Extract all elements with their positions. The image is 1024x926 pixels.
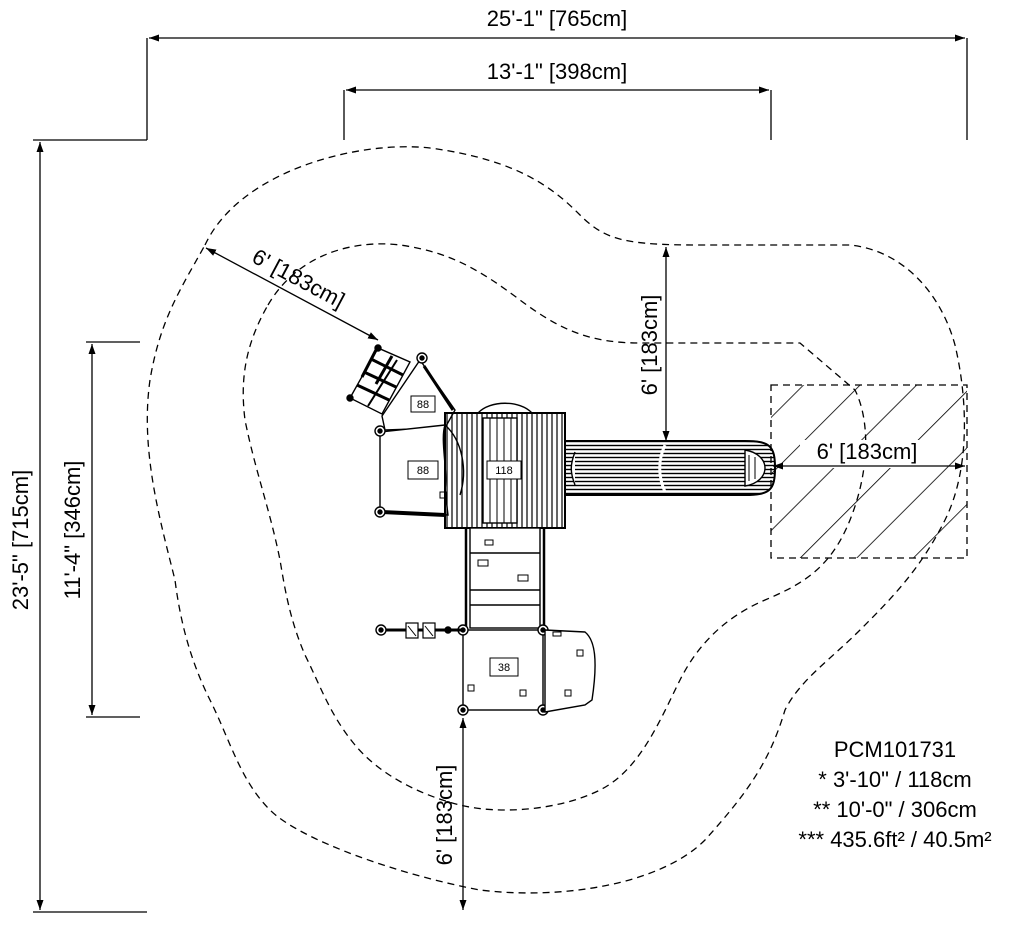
lower-deck-label: 38 — [498, 662, 510, 674]
playset-structure: 88 88 118 — [346, 344, 777, 716]
main-deck: 118 — [444, 412, 566, 529]
side-panel — [544, 629, 596, 713]
main-tower-platform: 88 — [374, 424, 465, 518]
overall-depth-dimension: 23'-5" [715cm] — [8, 139, 147, 913]
right-vertical-clearance-label: 6' [183cm] — [637, 295, 662, 396]
area-spec: *** 435.6ft² / 40.5m² — [798, 827, 992, 852]
overall-depth-label: 23'-5" [715cm] — [8, 470, 33, 610]
height-spec-2: ** 10'-0" / 306cm — [813, 797, 977, 822]
slide-exit-clearance-label: 6' [183cm] — [817, 439, 918, 464]
tower-label-top: 88 — [417, 399, 429, 411]
product-info-block: PCM101731 * 3'-10" / 118cm ** 10'-0" / 3… — [770, 735, 1020, 855]
structure-width-dimension: 13'-1" [398cm] — [343, 59, 772, 140]
wave-slide — [564, 440, 777, 496]
bottom-clearance-dimension: 6' [183cm] — [432, 718, 467, 910]
slide-exit-hatched-zone — [770, 384, 968, 559]
tower-label-mid: 88 — [417, 465, 429, 477]
deck-canopy-arc — [477, 402, 533, 414]
overall-width-label: 25'-1" [765cm] — [487, 6, 627, 31]
bottom-clearance-label: 6' [183cm] — [432, 765, 457, 866]
deck-label: 118 — [495, 465, 513, 477]
height-spec-1: * 3'-10" / 118cm — [818, 767, 972, 792]
right-vertical-clearance-dimension: 6' [183cm] — [637, 247, 670, 441]
lower-deck: 38 — [457, 624, 549, 716]
ramp-walkway — [464, 527, 546, 630]
model-number: PCM101731 — [833, 737, 957, 762]
structure-depth-dimension: 11'-4" [346cm] — [60, 341, 140, 718]
overall-width-dimension: 25'-1" [765cm] — [146, 6, 968, 140]
slide-exit-clearance-dimension: 6' [183cm] — [773, 439, 965, 470]
climbing-net — [346, 344, 411, 415]
side-handrail — [375, 622, 463, 639]
structure-width-label: 13'-1" [398cm] — [487, 59, 627, 84]
inner-safety-zone-boundary — [242, 243, 867, 811]
structure-depth-label: 11'-4" [346cm] — [60, 461, 85, 600]
diagonal-clearance-dimension: 6' [183cm] — [205, 244, 379, 341]
